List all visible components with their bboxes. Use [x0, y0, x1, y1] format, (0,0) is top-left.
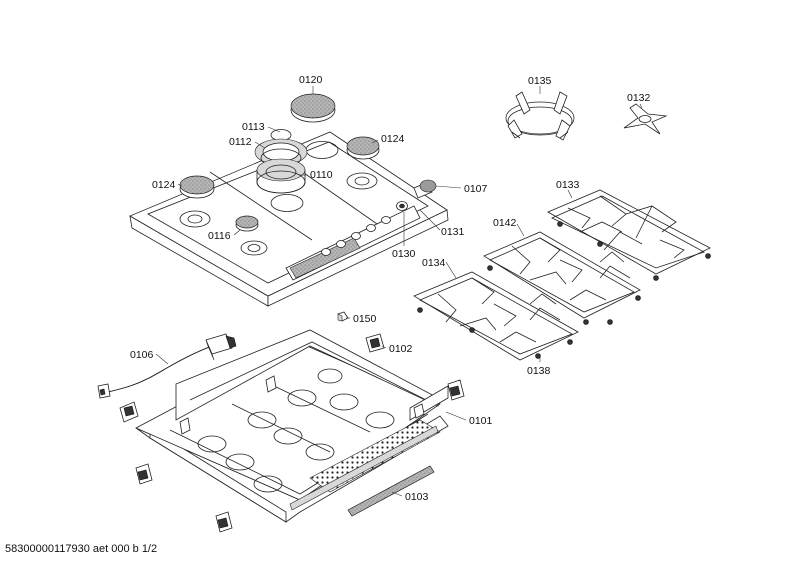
- front-strip-0103: [347, 465, 435, 517]
- pan-support-0142: [483, 231, 641, 325]
- tray-burner-holes: [197, 368, 395, 493]
- label-0107: 0107: [464, 183, 488, 195]
- label-0116: 0116: [208, 230, 231, 242]
- leader-lines: [155, 86, 643, 497]
- label-0138: 0138: [527, 365, 551, 377]
- label-0130: 0130: [392, 248, 416, 260]
- label-0131: 0131: [441, 226, 465, 238]
- label-0124-right: 0124: [381, 133, 405, 145]
- control-knob: [413, 179, 437, 199]
- label-0142: 0142: [493, 217, 517, 229]
- knob-holes: [321, 201, 408, 256]
- bracket-0102: [365, 333, 385, 353]
- document-footer: 58300000117930 aet 000 b 1/2: [5, 543, 158, 555]
- label-0150: 0150: [353, 313, 377, 325]
- label-0113: 0113: [242, 121, 265, 133]
- label-0106: 0106: [130, 349, 154, 361]
- label-0124-left: 0124: [152, 179, 176, 191]
- label-0133: 0133: [556, 179, 580, 191]
- label-0110: 0110: [310, 169, 333, 181]
- power-cable: [97, 333, 237, 399]
- reducer-ring: [623, 103, 668, 135]
- part-labels: 0120 0113 0112 0124 0110 0124 0107 0116 …: [130, 74, 651, 503]
- pan-support-0134: [413, 271, 579, 361]
- pan-support-0133: [547, 189, 711, 281]
- label-0134: 0134: [422, 257, 446, 269]
- label-0120: 0120: [299, 74, 323, 86]
- base-tray: [135, 329, 449, 523]
- label-0102: 0102: [389, 343, 413, 355]
- label-0112: 0112: [229, 136, 252, 148]
- label-0135: 0135: [528, 75, 552, 87]
- label-0103: 0103: [405, 491, 429, 503]
- burner-caps: [179, 93, 380, 232]
- label-0101: 0101: [469, 415, 493, 427]
- wok-ring-support: [505, 91, 575, 141]
- hob-top: [129, 131, 449, 307]
- label-0132: 0132: [627, 92, 651, 104]
- side-brackets: [119, 379, 465, 533]
- clip-0150: [337, 311, 349, 322]
